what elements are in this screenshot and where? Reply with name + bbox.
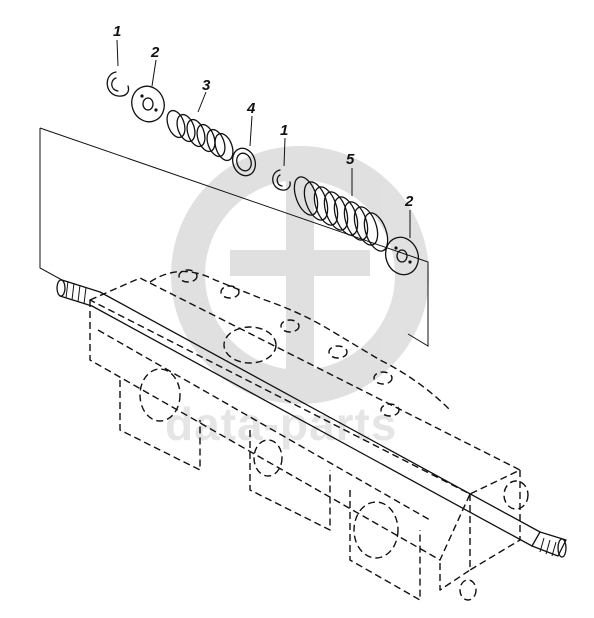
- retaining-ring-part-1b: [272, 137, 291, 191]
- callout-2b: 2: [404, 193, 414, 210]
- washer-part-4: [231, 115, 257, 177]
- callout-1a: 1: [113, 23, 121, 40]
- large-spring-part-5: [293, 168, 389, 252]
- spool-shaft: [56, 279, 567, 558]
- exploded-view-frame: [39, 127, 429, 347]
- watermark-text: data-parts: [165, 398, 397, 450]
- housing-bolts: [178, 269, 400, 417]
- spring-seat-part-2a: [131, 59, 165, 123]
- small-spring-part-3: [166, 91, 234, 162]
- callout-2a: 2: [150, 44, 160, 61]
- callout-3: 3: [202, 77, 211, 94]
- watermark-logo: [171, 146, 429, 404]
- retaining-ring-part-1a: [106, 39, 130, 97]
- callout-4: 4: [246, 100, 256, 117]
- spring-seat-part-2b: [384, 210, 420, 276]
- callout-1b: 1: [280, 122, 288, 139]
- callout-5: 5: [346, 151, 355, 168]
